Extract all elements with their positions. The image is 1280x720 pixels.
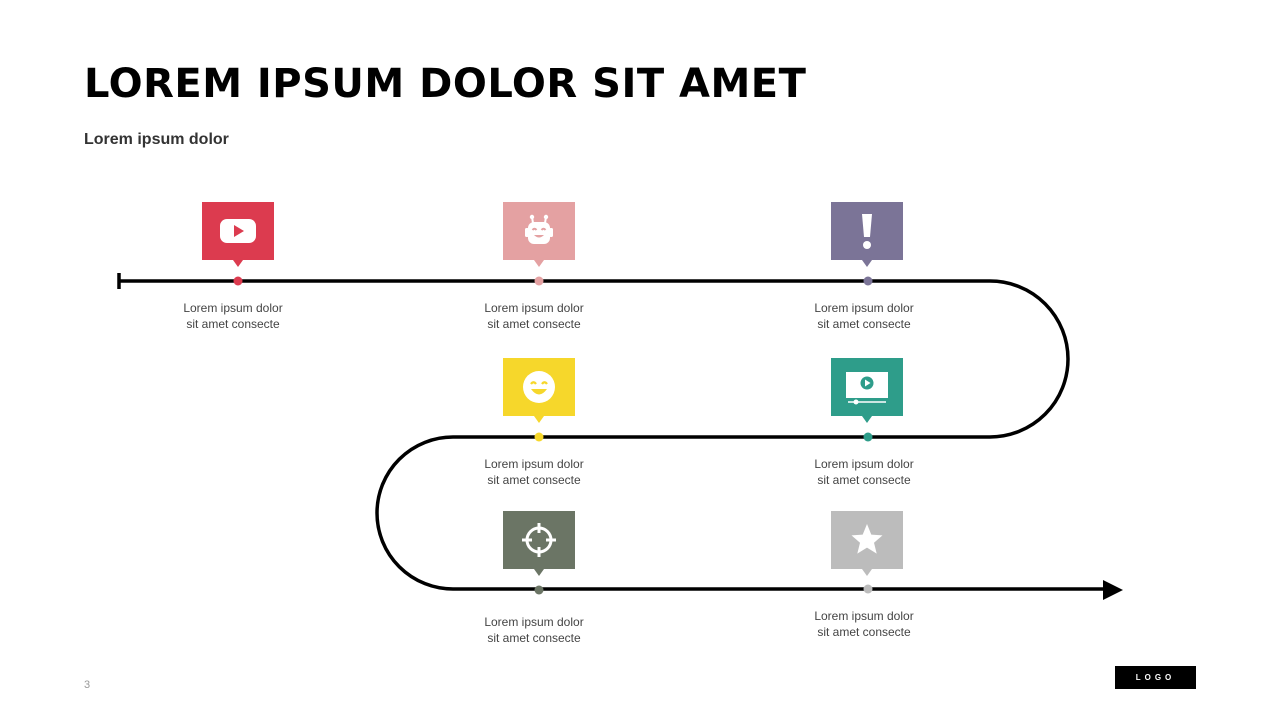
- caption-line-1: Lorem ipsum dolor: [484, 301, 584, 315]
- robot-icon: [525, 214, 553, 244]
- milestone-7-caption: Lorem ipsum dolor sit amet consecte: [774, 608, 954, 640]
- milestone-1-box: [202, 202, 274, 267]
- milestone-1-caption: Lorem ipsum dolor sit amet consecte: [143, 300, 323, 332]
- milestone-dot-3: [863, 276, 873, 286]
- caption-line-1: Lorem ipsum dolor: [814, 301, 914, 315]
- milestone-5-caption: Lorem ipsum dolor sit amet consecte: [774, 456, 954, 488]
- timeline-path: [119, 279, 1106, 591]
- milestone-7: [831, 511, 903, 576]
- caption-line-2: sit amet consecte: [487, 473, 581, 487]
- star-icon: [851, 524, 883, 554]
- slide-subtitle: Lorem ipsum dolor: [84, 131, 229, 148]
- milestone-6-caption: Lorem ipsum dolor sit amet consecte: [444, 614, 624, 646]
- logo-badge: LOGO: [1115, 666, 1196, 689]
- milestone-5-box: [831, 358, 903, 423]
- caption-line-1: Lorem ipsum dolor: [484, 615, 584, 629]
- milestone-4-caption: Lorem ipsum dolor sit amet consecte: [444, 456, 624, 488]
- caption-line-2: sit amet consecte: [186, 317, 280, 331]
- timeline-arrowhead: [1103, 580, 1123, 600]
- caption-line-1: Lorem ipsum dolor: [814, 609, 914, 623]
- milestone-5: [831, 358, 903, 423]
- milestone-4: [503, 358, 575, 423]
- caption-line-2: sit amet consecte: [817, 625, 911, 639]
- milestone-3: [831, 202, 903, 267]
- caption-line-2: sit amet consecte: [817, 317, 911, 331]
- page-number: 3: [84, 679, 91, 691]
- caption-line-2: sit amet consecte: [817, 473, 911, 487]
- milestone-2-caption: Lorem ipsum dolor sit amet consecte: [444, 300, 624, 332]
- milestone-dot-6: [534, 585, 544, 595]
- caption-line-2: sit amet consecte: [487, 631, 581, 645]
- caption-line-1: Lorem ipsum dolor: [814, 457, 914, 471]
- slide-title: LOREM IPSUM DOLOR SIT AMET: [84, 61, 807, 107]
- milestone-6: [503, 511, 575, 576]
- exclamation-icon: [862, 214, 872, 249]
- milestone-7-box: [831, 511, 903, 576]
- milestone-2: [503, 202, 575, 267]
- milestone-dot-2: [534, 276, 544, 286]
- crosshair-icon: [522, 523, 556, 557]
- caption-line-1: Lorem ipsum dolor: [484, 457, 584, 471]
- milestone-2-box: [503, 202, 575, 267]
- milestone-dot-5: [863, 432, 873, 442]
- milestone-6-box: [503, 511, 575, 576]
- milestone-dot-4: [534, 432, 544, 442]
- caption-line-1: Lorem ipsum dolor: [183, 301, 283, 315]
- youtube-play-icon: [220, 219, 256, 243]
- caption-line-2: sit amet consecte: [487, 317, 581, 331]
- milestone-1: [202, 202, 274, 267]
- milestone-3-caption: Lorem ipsum dolor sit amet consecte: [774, 300, 954, 332]
- milestone-dot-7: [863, 584, 873, 594]
- smiley-icon: [523, 371, 555, 403]
- milestone-3-box: [831, 202, 903, 267]
- milestone-dot-1: [233, 276, 243, 286]
- video-screen-icon: [846, 372, 888, 405]
- milestone-4-box: [503, 358, 575, 423]
